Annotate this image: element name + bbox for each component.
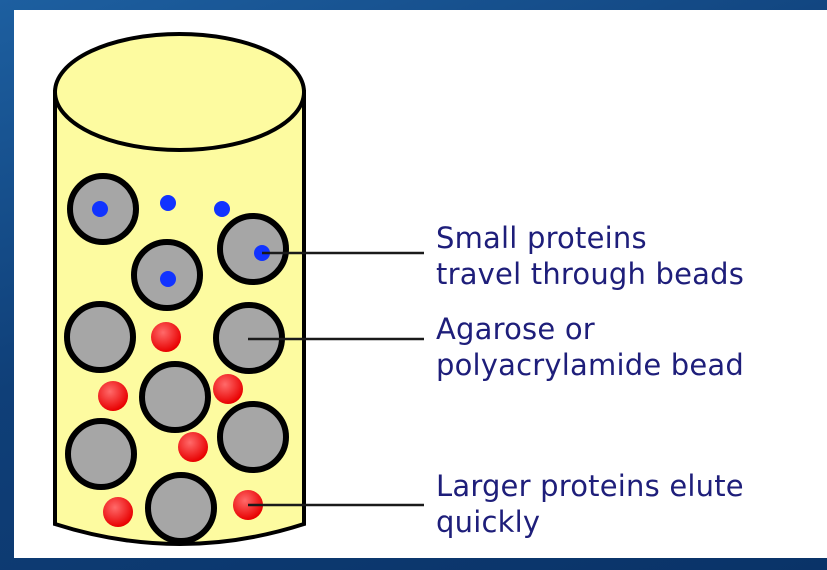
bead [220, 216, 286, 282]
bead [220, 404, 286, 470]
bead [68, 421, 134, 487]
label-small-proteins: Small proteins travel through beads [436, 220, 744, 292]
bead [142, 364, 208, 430]
small-protein [160, 195, 176, 211]
column-top [55, 34, 304, 150]
small-protein [160, 271, 176, 287]
large-protein [213, 374, 243, 404]
bead [67, 304, 133, 370]
large-protein [178, 432, 208, 462]
large-protein [103, 497, 133, 527]
small-protein [214, 201, 230, 217]
large-protein [151, 322, 181, 352]
label-bead: Agarose or polyacrylamide bead [436, 311, 744, 383]
bead [148, 475, 214, 541]
label-large-proteins: Larger proteins elute quickly [436, 468, 744, 540]
small-protein [92, 201, 108, 217]
large-protein [98, 381, 128, 411]
